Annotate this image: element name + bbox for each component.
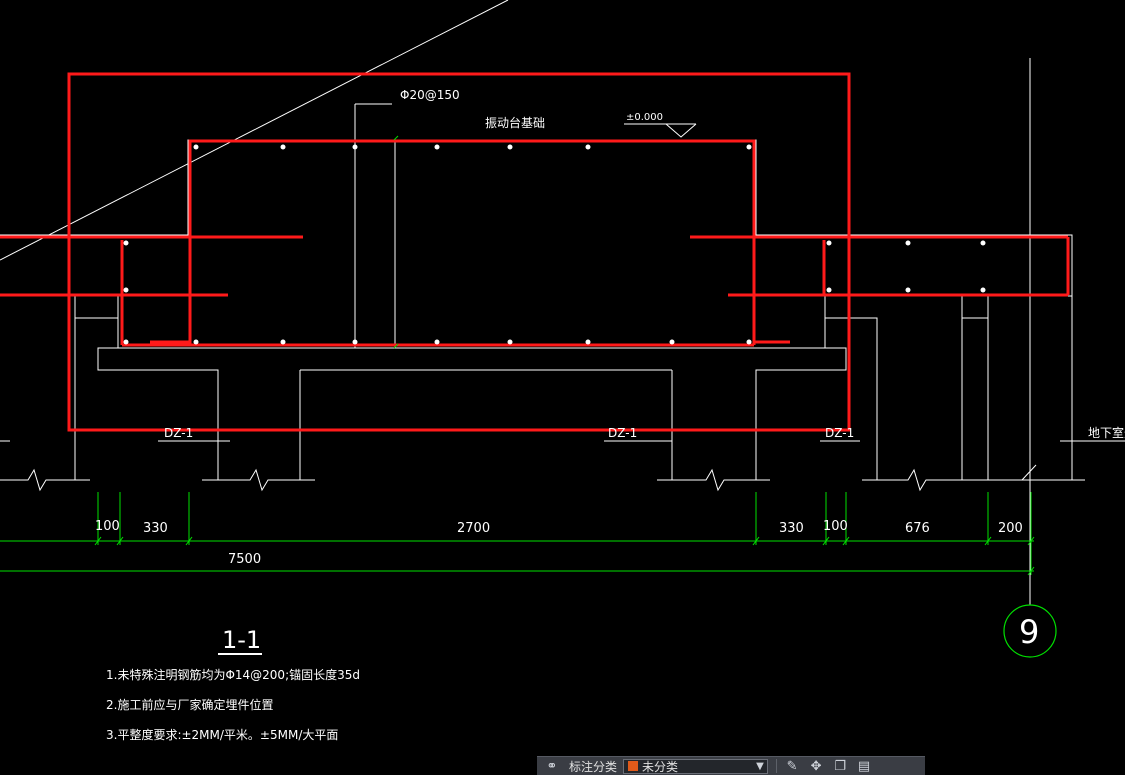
category-select-value: 未分类 (642, 759, 679, 774)
annotation-toolbar: ⚭ 标注分类 未分类 ▼ ✎ ✥ ❐ ▤ (537, 756, 925, 775)
dim-label: 676 (905, 521, 930, 536)
foundation-label: 振动台基础 (485, 115, 545, 130)
pile-label-2: DZ-1 (608, 426, 637, 440)
dim-label: 200 (998, 521, 1023, 536)
category-select[interactable]: 未分类 ▼ (623, 758, 769, 774)
dim-label: 100 (823, 519, 848, 534)
dim-label: 2700 (457, 521, 490, 536)
dim-label: 330 (779, 521, 804, 536)
link-icon[interactable]: ⚭ (546, 758, 558, 774)
move-icon[interactable]: ✥ (810, 758, 822, 774)
pile-label-1: DZ-1 (164, 426, 193, 440)
toolbar-divider (776, 759, 778, 773)
axis-bubble (1003, 604, 1057, 658)
note-line-1: 1.未特殊注明钢筋均为Φ14@200;锚固长度35d (106, 667, 360, 682)
note-line-2: 2.施工前应与厂家确定埋件位置 (106, 697, 273, 712)
rebar-dots (123, 144, 986, 345)
total-dim-label: 7500 (228, 552, 261, 567)
elevation-label: ±0.000 (626, 112, 663, 123)
note-line-3: 3.平整度要求:±2MM/平米。±5MM/大平面 (106, 727, 338, 742)
section-title: 1-1 (222, 626, 261, 654)
category-color-swatch (628, 761, 639, 771)
rebar-label: Φ20@150 (400, 88, 460, 102)
red-highlight-outline (0, 72, 1070, 432)
dimension-lines (0, 135, 1035, 576)
chevron-down-icon[interactable]: ▼ (756, 760, 764, 772)
axis-label: 9 (1019, 613, 1039, 651)
toolbar-label: 标注分类 (569, 759, 618, 774)
copy-icon[interactable]: ❐ (834, 758, 846, 774)
diagonal-guide-line (0, 0, 509, 261)
right-wall-label: 地下室外墙 (1088, 425, 1125, 440)
edit-icon[interactable]: ✎ (786, 758, 798, 774)
paste-icon[interactable]: ▤ (857, 758, 871, 774)
dim-label: 330 (143, 521, 168, 536)
dim-label: 100 (95, 519, 120, 534)
pile-label-3: DZ-1 (825, 426, 854, 440)
foundation-outline (0, 103, 1125, 492)
